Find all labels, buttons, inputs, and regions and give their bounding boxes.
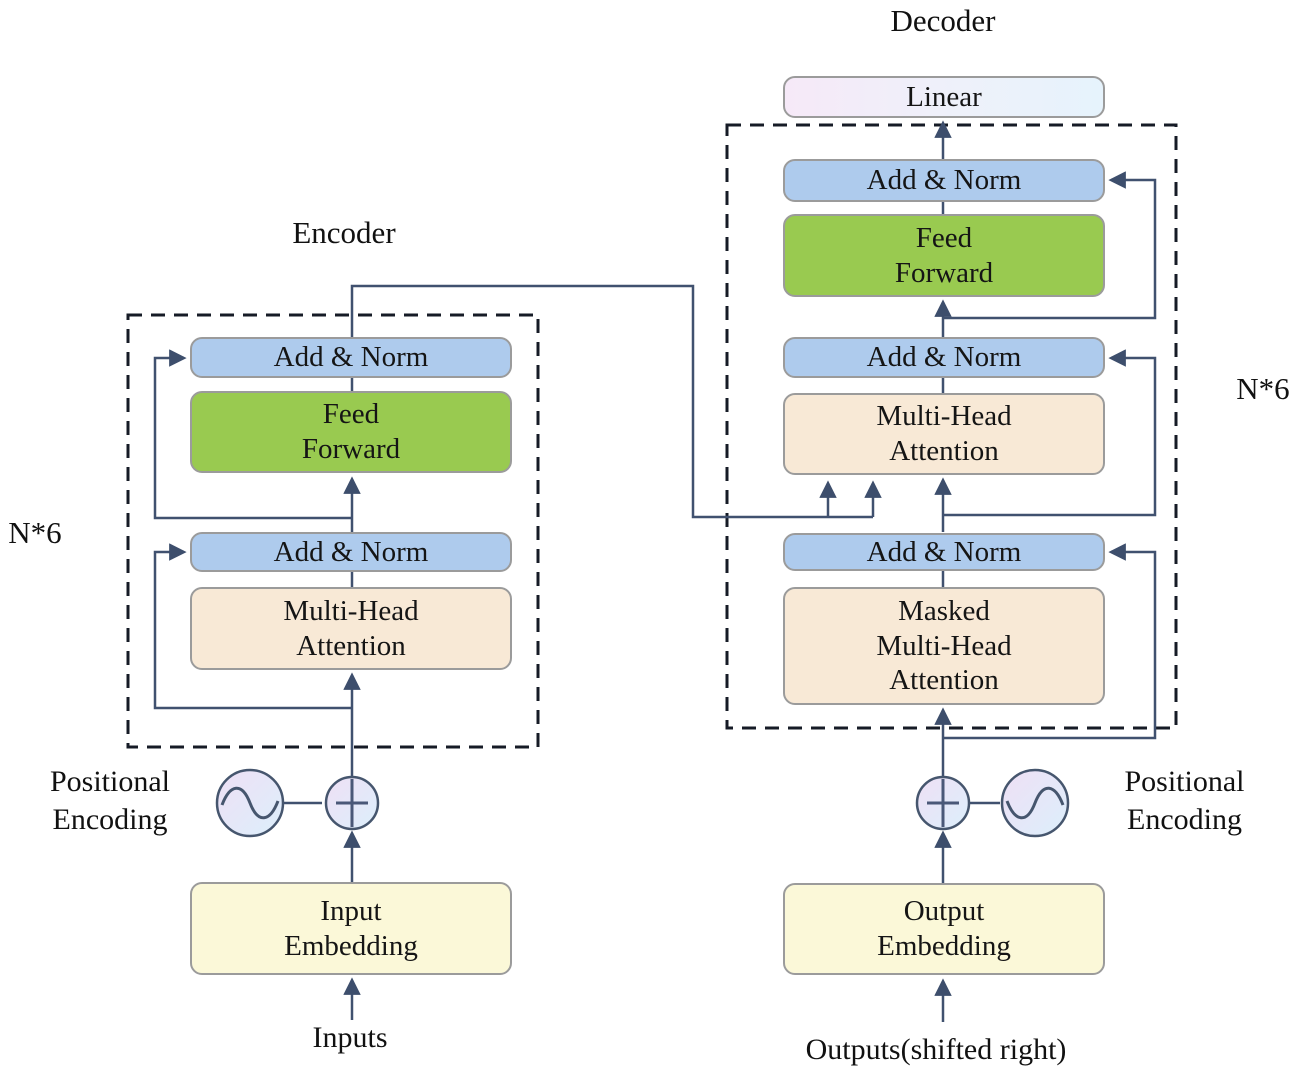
decoder-stack-dashed-box [725, 123, 1178, 730]
decoder-repeat-label: N*6 [1236, 371, 1290, 406]
encoder-flow-lines [153, 284, 882, 1020]
decoder-add-norm-mid-block: Add & Norm [783, 337, 1105, 378]
right-plus-icon [915, 775, 971, 831]
input-embedding-block: Input Embedding [190, 882, 512, 975]
decoder-add-norm-bottom-block: Add & Norm [783, 533, 1105, 571]
encoder-add-norm-bottom-block: Add & Norm [190, 532, 512, 572]
masked-multi-head-attention-block: Masked Multi-Head Attention [783, 587, 1105, 705]
decoder-flow-lines [934, 120, 1157, 1022]
linear-block: Linear [783, 76, 1105, 118]
encoder-feed-forward-block: Feed Forward [190, 391, 512, 473]
encoder-add-norm-top-block: Add & Norm [190, 337, 512, 378]
encoder-repeat-label: N*6 [8, 515, 62, 550]
encoder-multi-head-attention-block: Multi-Head Attention [190, 587, 512, 670]
outputs-label: Outputs(shifted right) [805, 1033, 1067, 1066]
right-sine-wave-icon [1000, 768, 1070, 838]
decoder-feed-forward-block: Feed Forward [783, 214, 1105, 297]
inputs-label: Inputs [312, 1021, 388, 1054]
decoder-title: Decoder [890, 3, 996, 38]
decoder-add-norm-top-block: Add & Norm [783, 159, 1105, 202]
decoder-positional-encoding-label: Positional Encoding [1124, 765, 1245, 837]
encoder-positional-encoding-label: Positional Encoding [49, 765, 170, 837]
left-plus-icon [324, 775, 380, 831]
encoder-stack-dashed-box [126, 313, 540, 749]
left-sine-wave-icon [215, 768, 285, 838]
encoder-title: Encoder [292, 215, 396, 250]
decoder-multi-head-attention-block: Multi-Head Attention [783, 393, 1105, 475]
output-embedding-block: Output Embedding [783, 883, 1105, 975]
